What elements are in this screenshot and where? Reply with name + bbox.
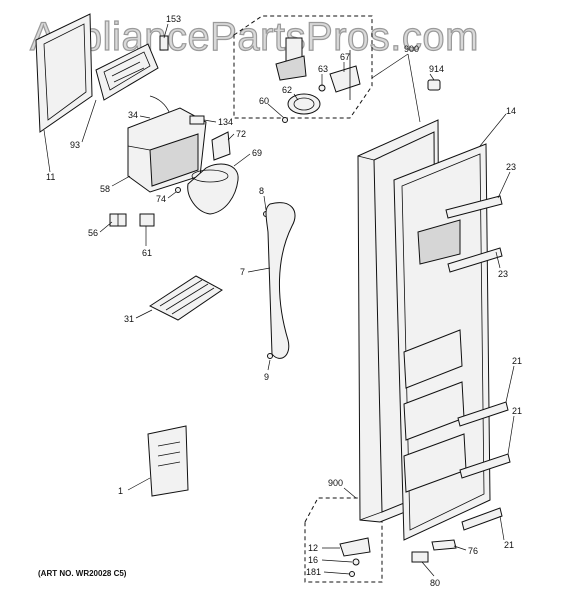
part-69-chute (187, 163, 239, 215)
callout-21-b: 21 (512, 406, 522, 416)
callout-61: 61 (142, 248, 152, 258)
part-62-ring (287, 93, 321, 115)
part-21-trim-b (459, 453, 511, 479)
part-61-switch (139, 213, 155, 227)
part-93-board (95, 43, 159, 101)
callout-93: 93 (70, 140, 80, 150)
dashed-group-bottom (304, 497, 383, 583)
part-31-shelf (148, 275, 223, 321)
callout-80: 80 (430, 578, 440, 588)
callout-181: 181 (306, 567, 321, 577)
callout-1: 1 (118, 486, 123, 496)
callout-134: 134 (218, 117, 233, 127)
callout-900-bottom: 900 (328, 478, 343, 488)
callout-21-c: 21 (504, 540, 514, 550)
callout-63: 63 (318, 64, 328, 74)
part-7-handle (265, 202, 296, 359)
callout-34: 34 (128, 110, 138, 120)
callout-58: 58 (100, 184, 110, 194)
part-153-connector (159, 35, 169, 51)
watermark: AppliancePartsPros.com (30, 15, 479, 59)
callout-67: 67 (340, 52, 350, 62)
part-11-cover (35, 13, 93, 133)
callout-72: 72 (236, 129, 246, 139)
callout-23-a: 23 (506, 162, 516, 172)
callout-74: 74 (156, 194, 166, 204)
part-21-trim-a (457, 401, 509, 427)
door-bin-upper (403, 329, 463, 389)
part-23-trim-b (447, 247, 503, 273)
part-9-screw (267, 353, 273, 359)
callout-11: 11 (46, 172, 55, 182)
callout-9: 9 (264, 372, 269, 382)
callout-16: 16 (308, 555, 318, 565)
callout-69: 69 (252, 148, 262, 158)
part-12-hinge (339, 537, 371, 557)
part-60-screw (282, 117, 288, 123)
part-134 (189, 115, 205, 125)
part-34-wire (149, 95, 171, 115)
part-74-screw (175, 187, 181, 193)
part-56-switch (109, 213, 127, 227)
callout-8: 8 (259, 186, 264, 196)
callout-21-a: 21 (512, 356, 522, 366)
dashed-group-top (233, 15, 373, 119)
leader-lines (43, 23, 515, 577)
part-23-trim-a (445, 195, 503, 219)
callout-31: 31 (124, 314, 134, 324)
part-80 (411, 551, 429, 563)
part-16 (352, 558, 360, 566)
callout-23-b: 23 (498, 269, 508, 279)
part-1-manual (147, 425, 189, 497)
part-914 (427, 79, 441, 91)
dispenser-recess (417, 219, 461, 265)
part-76 (431, 539, 457, 551)
callout-914: 914 (429, 64, 444, 74)
callout-153: 153 (166, 14, 181, 24)
art-number: (ART NO. WR20028 C5) (38, 569, 127, 578)
callout-62: 62 (282, 85, 292, 95)
callout-56: 56 (88, 228, 98, 238)
part-21-trim-c (461, 507, 503, 531)
callout-900-top: 900 (404, 44, 419, 54)
part-solenoid (275, 37, 307, 81)
callout-12: 12 (308, 543, 318, 553)
callout-76: 76 (468, 546, 478, 556)
part-67-bracket (329, 50, 361, 100)
part-181-screw (349, 571, 355, 577)
part-72 (211, 131, 231, 161)
callout-7: 7 (240, 267, 245, 277)
callout-60: 60 (259, 96, 269, 106)
callout-14: 14 (506, 106, 516, 116)
